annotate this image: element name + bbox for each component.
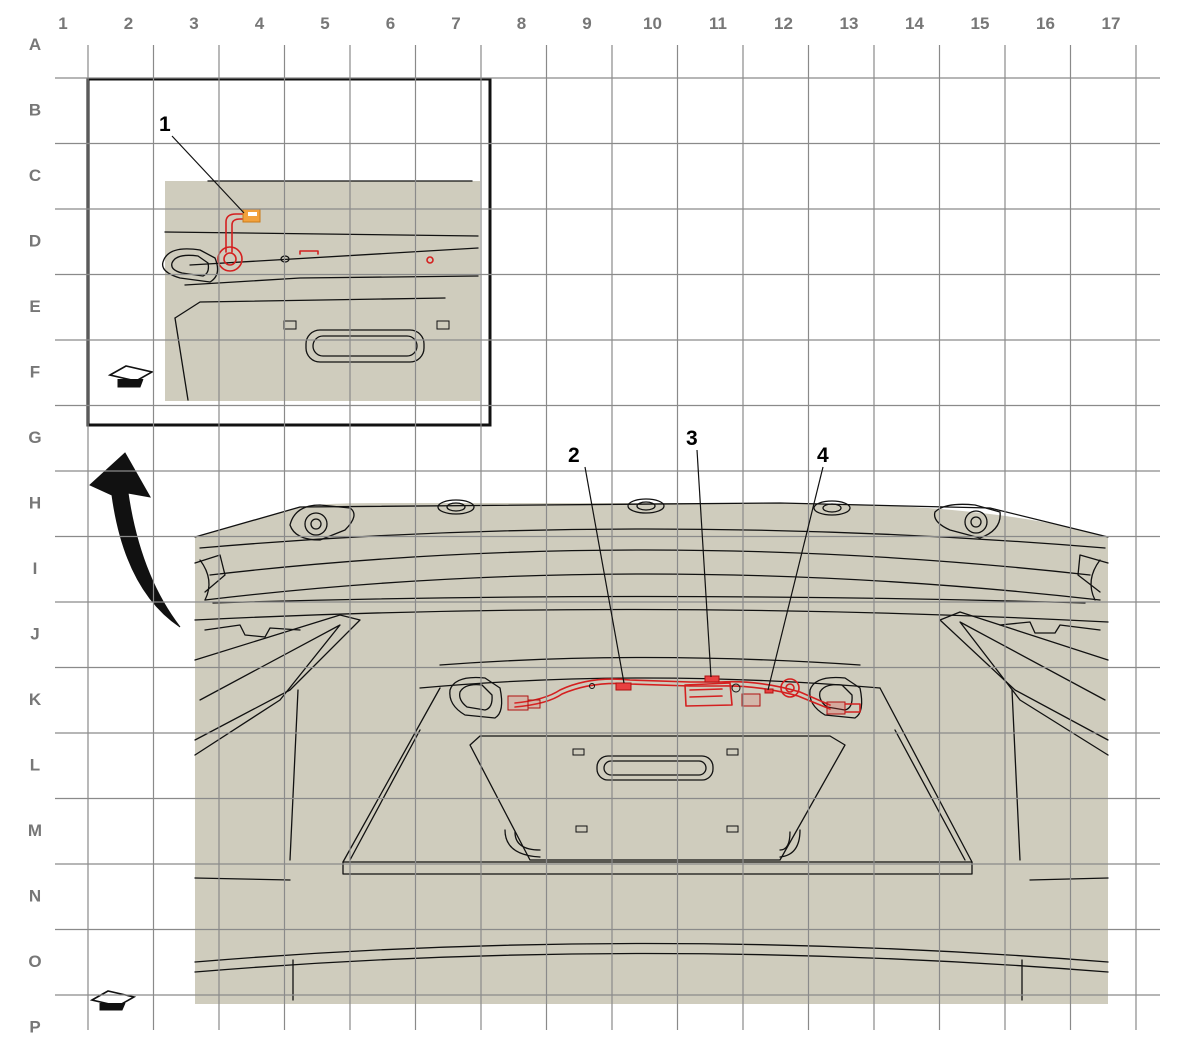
grid-column-label: 16: [1036, 14, 1055, 33]
main-tailgate-view: [194, 498, 1109, 1004]
callout-label-4: 4: [817, 444, 829, 467]
grid-column-label: 15: [971, 14, 990, 33]
grid-row-label: O: [28, 952, 41, 971]
callout-2: 2: [568, 444, 625, 684]
callout-3: 3: [686, 427, 712, 678]
grid-row-label: D: [29, 232, 41, 251]
connector-mid: [731, 683, 774, 707]
connector-1: [242, 208, 261, 223]
inset-detail-view: [86, 77, 492, 427]
grid-column-label: 3: [189, 14, 198, 33]
callout-4: 4: [767, 444, 829, 691]
grid-row-label: H: [29, 494, 41, 513]
grid-row-label: E: [29, 297, 40, 316]
grid-column-label: 5: [320, 14, 329, 33]
view-direction-icon-main: [89, 990, 137, 1011]
grid-row-label: L: [30, 756, 40, 775]
grid-row-label: B: [29, 101, 41, 120]
grid-row-label: I: [33, 559, 38, 578]
top-mount-right: [933, 503, 1001, 539]
callout-label-2: 2: [568, 444, 580, 467]
grid-column-label: 12: [774, 14, 793, 33]
grid-row-label: M: [28, 821, 42, 840]
grid-column-label: 11: [709, 14, 727, 33]
grid-row-label: J: [30, 625, 39, 644]
inset-boss: [161, 248, 219, 283]
inset-grommet: [217, 213, 246, 272]
grid-column-label: 17: [1102, 14, 1121, 33]
grid-row-labels: A B C D E F G H I J K L M N O P: [28, 35, 42, 1037]
callout-1: 1: [159, 113, 245, 214]
grid-row-label: K: [29, 690, 42, 709]
grid-row-label: C: [29, 166, 41, 185]
grid-column-label: 2: [124, 14, 133, 33]
grid-column-label: 14: [905, 14, 924, 33]
grid-column-label: 1: [58, 14, 67, 33]
grid-column-label: 4: [255, 14, 265, 33]
inset-panel-fill: [165, 181, 480, 401]
grid-lines: [55, 45, 1160, 1030]
grommet: [780, 678, 800, 698]
grid-row-label: N: [29, 887, 41, 906]
main-panel-fill: [195, 503, 1108, 1004]
connector-left: [507, 695, 541, 711]
grid-column-label: 10: [643, 14, 662, 33]
grid-row-label: A: [29, 35, 41, 54]
connector-right: [826, 701, 861, 715]
grid-row-label: P: [29, 1018, 40, 1037]
grid-row-label: G: [28, 428, 41, 447]
grid-column-label: 7: [451, 14, 460, 33]
grid-column-label: 13: [840, 14, 859, 33]
grid-column-label: 6: [386, 14, 395, 33]
boss-left: [449, 676, 503, 719]
callout-label-3: 3: [686, 427, 698, 450]
callout-label-1: 1: [159, 113, 171, 136]
cable-clip: [615, 682, 632, 691]
grid-column-label: 8: [517, 14, 526, 33]
control-module: [684, 675, 733, 707]
view-direction-icon: [107, 365, 155, 388]
grid-column-label: 9: [582, 14, 591, 33]
curved-arrow-icon: [89, 452, 181, 628]
grid-row-label: F: [30, 363, 40, 382]
